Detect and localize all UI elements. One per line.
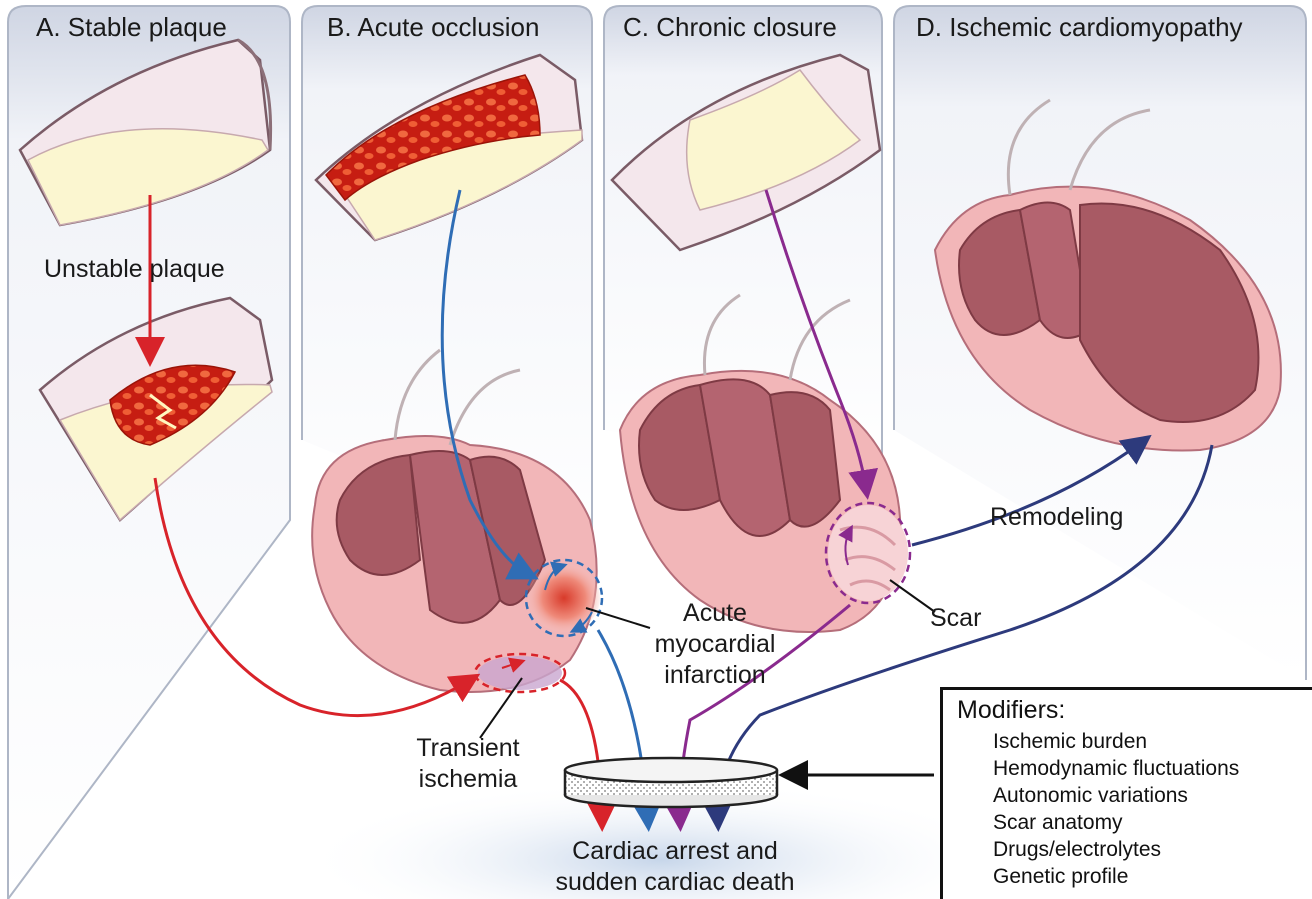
modifier-item: Hemodynamic fluctuations bbox=[993, 755, 1239, 782]
modifier-item: Scar anatomy bbox=[993, 809, 1239, 836]
scar-zone bbox=[828, 505, 908, 601]
unstable-plaque-label: Unstable plaque bbox=[44, 254, 225, 285]
modifiers-list: Ischemic burden Hemodynamic fluctuations… bbox=[993, 728, 1239, 890]
infarction-label-line-1: Acute bbox=[640, 598, 790, 629]
modifiers-title: Modifiers: bbox=[957, 696, 1065, 725]
modifier-item: Genetic profile bbox=[993, 863, 1239, 890]
trigger-disc bbox=[565, 758, 777, 807]
infarction-label: Acute myocardial infarction bbox=[640, 598, 790, 691]
outcome-label-line-2: sudden cardiac death bbox=[540, 867, 810, 898]
outcome-label-line-1: Cardiac arrest and bbox=[540, 836, 810, 867]
scar-label: Scar bbox=[930, 603, 981, 634]
remodeling-label: Remodeling bbox=[990, 502, 1123, 533]
infarction-label-line-3: infarction bbox=[640, 660, 790, 691]
transient-ischemia-line-1: Transient bbox=[408, 733, 528, 764]
infarct-zone bbox=[528, 564, 600, 632]
panel-d-title: D. Ischemic cardiomyopathy bbox=[916, 12, 1243, 43]
modifiers-box: Modifiers: Ischemic burden Hemodynamic f… bbox=[940, 687, 1312, 899]
modifier-item: Ischemic burden bbox=[993, 728, 1239, 755]
transient-ischemia-line-2: ischemia bbox=[408, 764, 528, 795]
modifier-item: Autonomic variations bbox=[993, 782, 1239, 809]
panel-b-title: B. Acute occlusion bbox=[327, 12, 539, 43]
panel-a-title: A. Stable plaque bbox=[36, 12, 227, 43]
outcome-label: Cardiac arrest and sudden cardiac death bbox=[540, 836, 810, 898]
panel-c-title: C. Chronic closure bbox=[623, 12, 837, 43]
scar-leader-line bbox=[890, 580, 935, 612]
transient-ischemia-label: Transient ischemia bbox=[408, 733, 528, 795]
infarction-label-line-2: myocardial bbox=[640, 629, 790, 660]
ischemia-zone bbox=[478, 656, 562, 690]
modifier-item: Drugs/electrolytes bbox=[993, 836, 1239, 863]
